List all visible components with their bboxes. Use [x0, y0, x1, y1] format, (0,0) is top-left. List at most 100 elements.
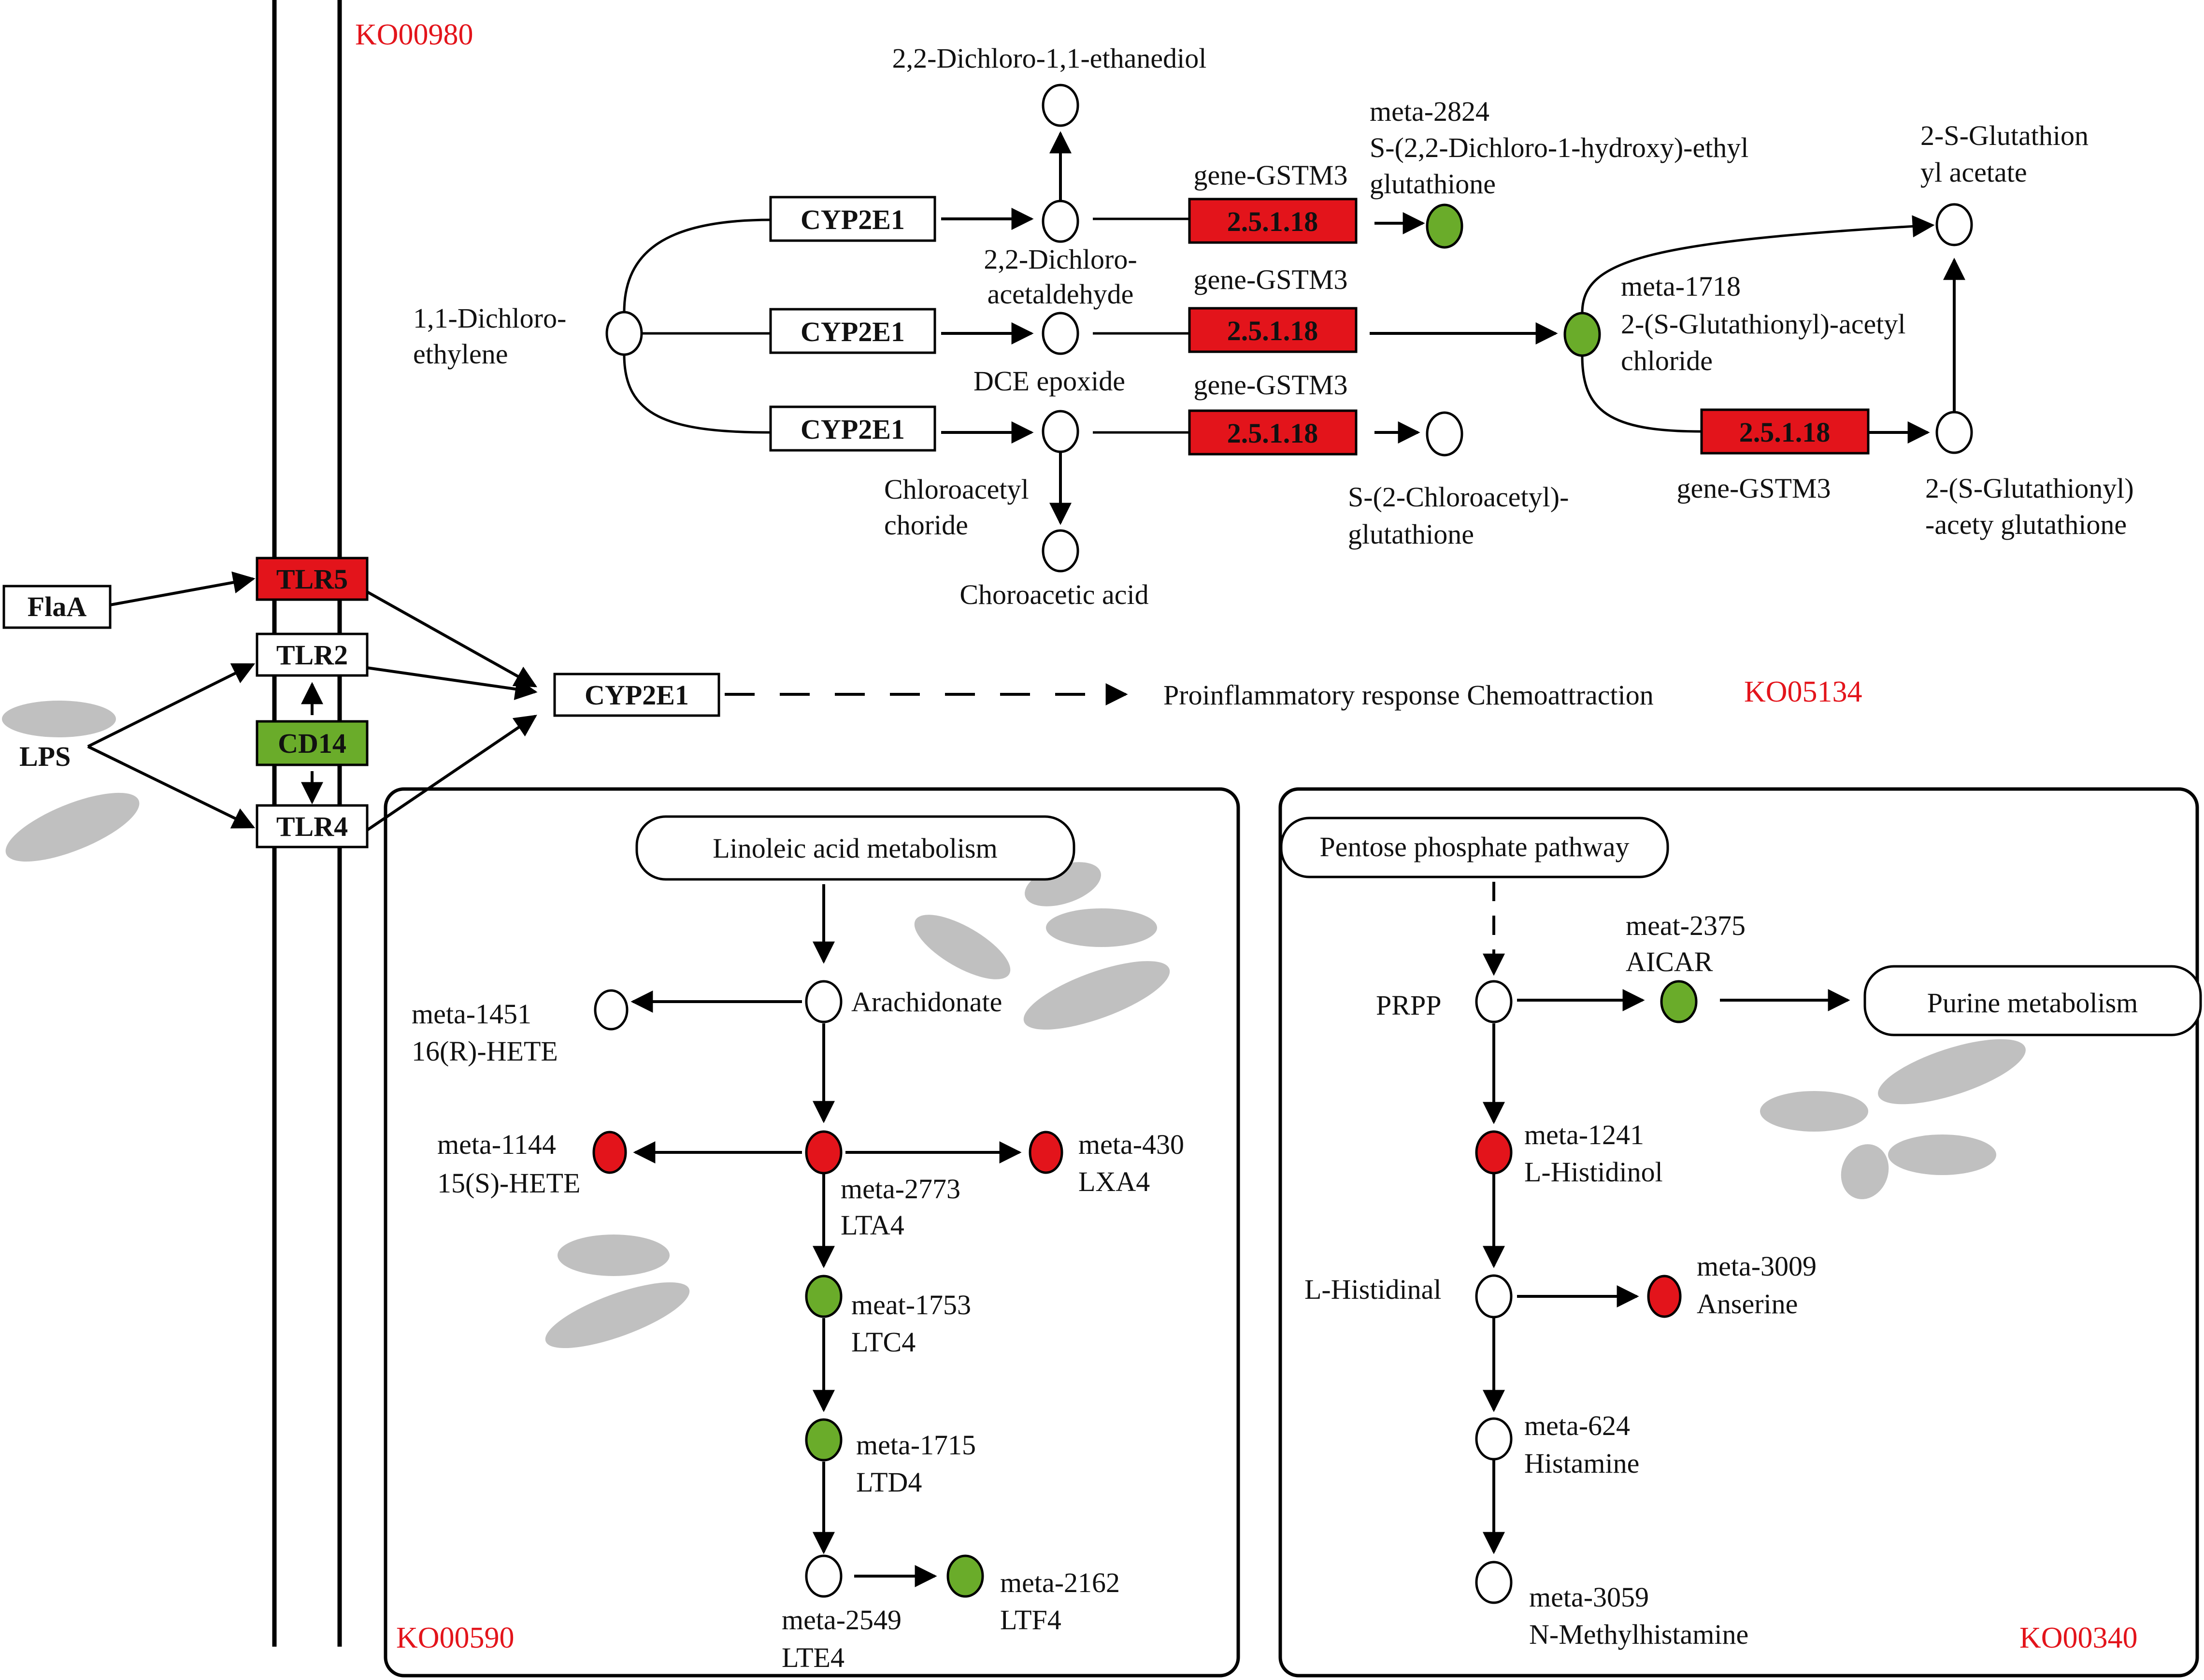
histamine-node [1475, 1417, 1513, 1461]
glutathionyl-acetate-node [1935, 203, 1973, 246]
meat-1753-name: LTC4 [851, 1326, 916, 1358]
meta-2162-node [946, 1554, 984, 1598]
ko00340-panel: Pentose phosphate pathway PRPP meat-2375… [1278, 787, 2202, 1678]
meta-430-name: LXA4 [1078, 1166, 1150, 1197]
gene-gstm3-label-1: gene-GSTM3 [1194, 159, 1348, 191]
cd14-box [256, 720, 369, 766]
meta-1715-node [805, 1418, 843, 1462]
dichloroethylene-label-2: ethylene [413, 338, 508, 370]
aicar-node [1660, 980, 1698, 1023]
l-histidinal-node [1475, 1274, 1513, 1319]
acety-glutathione-label-2: -acety glutathione [1925, 509, 2127, 540]
meta-1715-name: LTD4 [856, 1466, 922, 1498]
gene-gstm3-label-4: gene-GSTM3 [1677, 473, 1831, 504]
epoxide-label: DCE epoxide [973, 365, 1125, 397]
purine-metabolism-label: Purine metabolism [1927, 987, 2138, 1019]
pentose-pathway-label: Pentose phosphate pathway [1319, 831, 1629, 862]
choroacetic-label: Choroacetic acid [959, 579, 1148, 610]
decorative-blobs [2, 701, 2026, 1349]
acety-glutathione-label-1: 2-(S-Glutathionyl) [1925, 473, 2134, 504]
enzyme-box-3 [1188, 409, 1358, 456]
histamine-id: meta-624 [1524, 1410, 1630, 1441]
glutathionyl-acetate-label-1: 2-S-Glutathion [1920, 120, 2089, 151]
cyp2e1-label-3: CYP2E1 [801, 414, 905, 445]
histamine-name: Histamine [1524, 1448, 1639, 1479]
meta-2824-id: meta-2824 [1370, 96, 1489, 127]
l-histidinal-label: L-Histidinal [1304, 1274, 1442, 1305]
n-methylhistamine-node [1475, 1561, 1513, 1604]
anserine-id: meta-3009 [1697, 1250, 1817, 1282]
tlr2-box [256, 632, 369, 677]
ko00980-label: KO00980 [355, 18, 473, 51]
cyp2e1-box-2 [769, 308, 936, 354]
enzyme-label-4: 2.5.1.18 [1739, 416, 1831, 448]
cd14-label: CD14 [278, 728, 346, 759]
purine-metabolism-box [1863, 965, 2202, 1036]
lps-label: LPS [19, 741, 71, 772]
meta-1144-node [592, 1131, 627, 1174]
aicar-id: meat-2375 [1626, 910, 1746, 941]
s-chloroacetyl-label-1: S-(2-Chloroacetyl)- [1348, 481, 1569, 513]
cyp2e1-box-1 [769, 196, 936, 242]
l-histidinol-name: L-Histidinol [1524, 1156, 1663, 1188]
meta-1451-node [594, 989, 629, 1031]
prpp-node [1475, 980, 1513, 1023]
proinflammatory-response: Proinflammatory response Chemoattraction [1163, 679, 1654, 711]
ko00340-label: KO00340 [2019, 1622, 2138, 1654]
pentose-pathway-box [1280, 817, 1669, 878]
ethanediol-node [1042, 84, 1079, 127]
meta-2824-name-2: glutathione [1370, 168, 1496, 200]
meta-2549-node [805, 1554, 843, 1598]
meta-2162-id: meta-2162 [1000, 1567, 1120, 1598]
gene-gstm3-label-3: gene-GSTM3 [1194, 369, 1348, 401]
meta-2549-name: LTE4 [782, 1642, 844, 1673]
chloroacetyl-label-2: choride [884, 509, 968, 541]
meta-430-node [1029, 1131, 1063, 1174]
flaa-box [2, 585, 112, 629]
meta-1718-node [1563, 312, 1601, 357]
meta-1718-id: meta-1718 [1621, 271, 1741, 302]
meta-1451-name: 16(R)-HETE [412, 1035, 558, 1067]
l-histidinol-id: meta-1241 [1524, 1119, 1644, 1150]
n-methylhistamine-id: meta-3059 [1529, 1581, 1649, 1613]
dichloroacetaldehyde-node [1042, 200, 1079, 243]
receptor-section: FlaA TLR5 TLR2 CD14 TLR4 LPS CYP2E1 Proi… [2, 557, 1654, 848]
gene-gstm3-label-2: gene-GSTM3 [1194, 264, 1348, 295]
dce-epoxide-node [1042, 312, 1079, 355]
choroacetic-acid-node [1042, 529, 1079, 573]
s-chloroacetyl-glutathione-node [1426, 411, 1463, 457]
cyp2e1-label-2: CYP2E1 [801, 316, 905, 347]
cyp2e1-label-1: CYP2E1 [801, 204, 905, 235]
n-methylhistamine-name: N-Methylhistamine [1529, 1619, 1748, 1650]
enzyme-label-3: 2.5.1.18 [1227, 417, 1318, 449]
meta-1451-id: meta-1451 [412, 998, 531, 1030]
meta-2162-name: LTF4 [1000, 1604, 1061, 1636]
l-histidinol-node [1475, 1130, 1513, 1175]
prpp-label: PRPP [1376, 990, 1441, 1021]
meta-2773-name: LTA4 [841, 1209, 904, 1241]
meta-430-id: meta-430 [1078, 1129, 1184, 1160]
meta-1718-name-2: chloride [1621, 345, 1713, 376]
dichloroethylene-label-1: 1,1-Dichloro- [413, 302, 566, 334]
meat-1753-id: meat-1753 [851, 1289, 971, 1321]
meat-1753-node [805, 1275, 843, 1318]
cyp2e1-central-box [553, 673, 720, 717]
acety-glutathione-node [1935, 411, 1973, 454]
meta-1718-name-1: 2-(S-Glutathionyl)-acetyl [1621, 308, 1906, 340]
dichloroethylene-node [605, 311, 643, 356]
enzyme-box-1 [1188, 198, 1358, 244]
enzyme-label-2: 2.5.1.18 [1227, 315, 1318, 346]
meta-2773-node [805, 1130, 843, 1175]
flaa-label: FlaA [28, 591, 87, 622]
meta-2773-id: meta-2773 [841, 1173, 960, 1205]
acetaldehyde-label-1: 2,2-Dichloro- [984, 244, 1137, 275]
ko00590-label: KO00590 [396, 1622, 515, 1654]
meta-1144-name: 15(S)-HETE [437, 1167, 580, 1199]
s-chloroacetyl-label-2: glutathione [1348, 518, 1474, 550]
arachidonate-node [805, 980, 843, 1023]
linoleic-pathway-label: Linoleic acid metabolism [713, 833, 998, 864]
cyp2e1-central-label: CYP2E1 [585, 679, 689, 711]
chloroacetyl-choride-node [1042, 410, 1079, 453]
meta-2824-name-1: S-(2,2-Dichloro-1-hydroxy)-ethyl [1370, 132, 1748, 163]
ko00980-section: 1,1-Dichloro- ethylene CYP2E1 CYP2E1 CYP… [413, 43, 2134, 610]
